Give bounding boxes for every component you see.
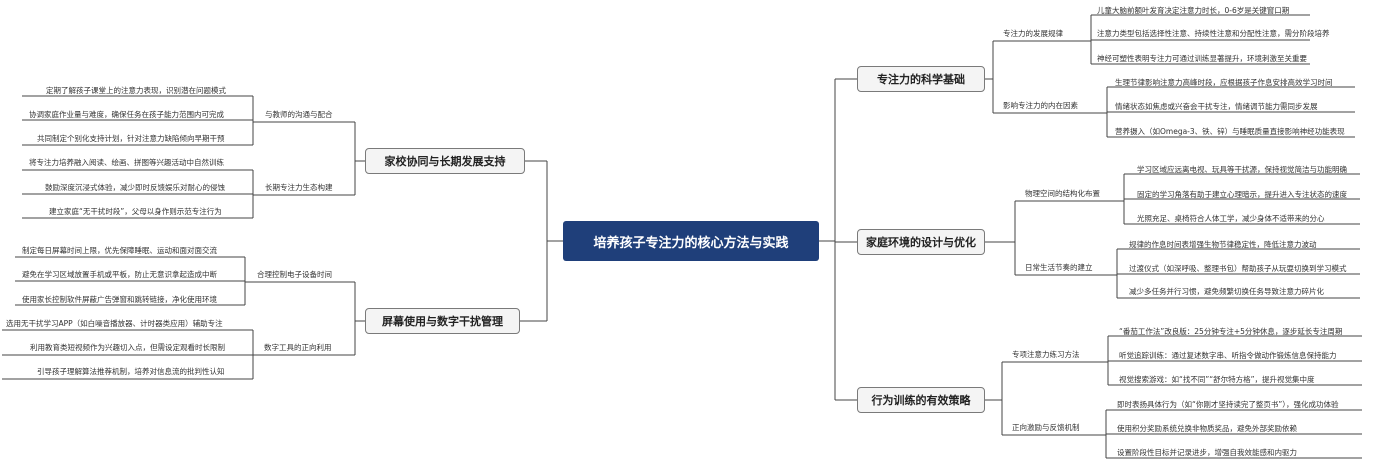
leaf-item[interactable]: 即时表扬具体行为（如“你刚才坚持读完了整页书”），强化成功体验 xyxy=(1117,400,1339,409)
branch-science-basis[interactable]: 专注力的科学基础 xyxy=(857,66,985,92)
leaf-item[interactable]: 光照充足、桌椅符合人体工学，减少身体不适带来的分心 xyxy=(1137,214,1325,223)
leaf-item[interactable]: 减少多任务并行习惯，避免频繁切换任务导致注意力碎片化 xyxy=(1129,287,1324,296)
leaf-item[interactable]: 使用家长控制软件屏蔽广告弹窗和跳转链接，净化使用环境 xyxy=(22,295,217,304)
leaf-item[interactable]: 营养摄入（如Omega-3、铁、锌）与睡眠质量直接影响神经功能表现 xyxy=(1115,127,1345,136)
branch-behavior-training[interactable]: 行为训练的有效策略 xyxy=(857,387,985,413)
sub-positive-feedback[interactable]: 正向激励与反馈机制 xyxy=(1012,423,1080,432)
sub-physical-space[interactable]: 物理空间的结构化布置 xyxy=(1025,189,1100,198)
branch-home-environment[interactable]: 家庭环境的设计与优化 xyxy=(857,229,985,255)
leaf-item[interactable]: 制定每日屏幕时间上限，优先保障睡眠、运动和面对面交流 xyxy=(22,246,217,255)
leaf-item[interactable]: 视觉搜索游戏：如“找不同”“舒尔特方格”，提升视觉集中度 xyxy=(1119,375,1315,384)
leaf-item[interactable]: 儿童大脑前额叶发育决定注意力时长，0-6岁是关键窗口期 xyxy=(1097,6,1290,15)
sub-attention-exercises[interactable]: 专项注意力练习方法 xyxy=(1012,350,1080,359)
branch-screen-management[interactable]: 屏幕使用与数字干扰管理 xyxy=(365,308,520,334)
sub-teacher-communication[interactable]: 与教师的沟通与配合 xyxy=(265,110,333,119)
sub-internal-factors[interactable]: 影响专注力的内在因素 xyxy=(1003,101,1078,110)
leaf-item[interactable]: 注意力类型包括选择性注意、持续性注意和分配性注意，需分阶段培养 xyxy=(1097,29,1330,38)
leaf-item[interactable]: 利用教育类短视频作为兴趣切入点，但需设定观看时长限制 xyxy=(30,343,225,352)
leaf-item[interactable]: 将专注力培养融入阅读、绘画、拼图等兴趣活动中自然训练 xyxy=(29,158,224,167)
sub-daily-rhythm[interactable]: 日常生活节奏的建立 xyxy=(1025,263,1093,272)
branch-home-school[interactable]: 家校协同与长期发展支持 xyxy=(365,148,525,174)
leaf-item[interactable]: 共同制定个别化支持计划，针对注意力缺陷倾向早期干预 xyxy=(37,134,225,143)
leaf-item[interactable]: 生理节律影响注意力高峰时段，应根据孩子作息安排高效学习时间 xyxy=(1115,78,1333,87)
leaf-item[interactable]: “番茄工作法”改良版：25分钟专注+5分钟休息，逐步延长专注周期 xyxy=(1119,327,1343,336)
leaf-item[interactable]: 鼓励深度沉浸式体验，减少即时反馈娱乐对耐心的侵蚀 xyxy=(45,183,225,192)
leaf-item[interactable]: 听觉追踪训练：通过复述数字串、听指令做动作锻炼信息保持能力 xyxy=(1119,351,1337,360)
central-topic[interactable]: 培养孩子专注力的核心方法与实践 xyxy=(563,221,819,261)
leaf-item[interactable]: 使用积分奖励系统兑换非物质奖品，避免外部奖励依赖 xyxy=(1117,424,1297,433)
leaf-item[interactable]: 学习区域应远离电视、玩具等干扰源，保持视觉简洁与功能明确 xyxy=(1137,165,1347,174)
sub-device-time-control[interactable]: 合理控制电子设备时间 xyxy=(257,270,332,279)
leaf-item[interactable]: 情绪状态如焦虑或兴奋会干扰专注，情绪调节能力需同步发展 xyxy=(1115,102,1318,111)
leaf-item[interactable]: 引导孩子理解算法推荐机制，培养对信息流的批判性认知 xyxy=(37,367,225,376)
sub-digital-tools[interactable]: 数字工具的正向利用 xyxy=(264,343,332,352)
sub-long-term-ecosystem[interactable]: 长期专注力生态构建 xyxy=(265,183,333,192)
leaf-item[interactable]: 神经可塑性表明专注力可通过训练显著提升，环境刺激至关重要 xyxy=(1097,54,1307,63)
leaf-item[interactable]: 避免在学习区域放置手机或平板，防止无意识拿起造成中断 xyxy=(22,270,217,279)
leaf-item[interactable]: 选用无干扰学习APP（如白噪音播放器、计时器类应用）辅助专注 xyxy=(6,319,223,328)
leaf-item[interactable]: 设置阶段性目标并记录进步，增强自我效能感和内驱力 xyxy=(1117,448,1297,457)
leaf-item[interactable]: 建立家庭“无干扰时段”，父母以身作则示范专注行为 xyxy=(49,207,222,216)
leaf-item[interactable]: 过渡仪式（如深呼吸、整理书包）帮助孩子从玩耍切换到学习模式 xyxy=(1129,264,1347,273)
leaf-item[interactable]: 固定的学习角落有助于建立心理暗示，提升进入专注状态的速度 xyxy=(1137,190,1347,199)
leaf-item[interactable]: 定期了解孩子课堂上的注意力表现，识别潜在问题模式 xyxy=(46,86,226,95)
leaf-item[interactable]: 规律的作息时间表增强生物节律稳定性，降低注意力波动 xyxy=(1129,240,1317,249)
sub-development-rules[interactable]: 专注力的发展规律 xyxy=(1003,29,1063,38)
leaf-item[interactable]: 协调家庭作业量与难度，确保任务在孩子能力范围内可完成 xyxy=(29,110,224,119)
